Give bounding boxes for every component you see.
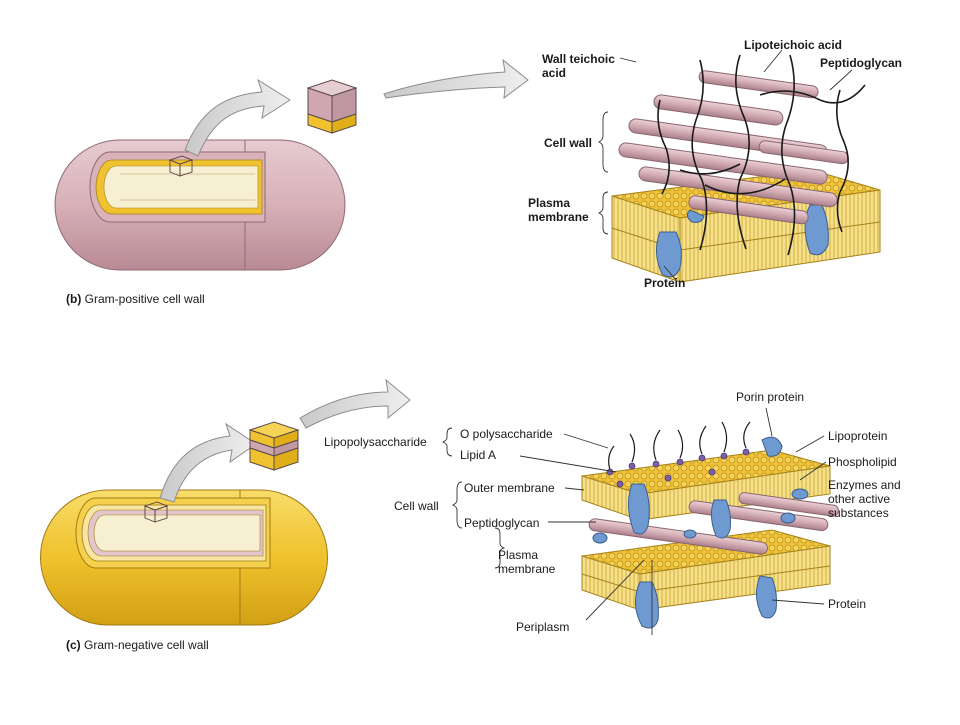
caption-text-gp: Gram-positive cell wall <box>84 292 205 306</box>
label-peptidoglycan-gn: Peptidoglycan <box>464 516 540 530</box>
label-plasma-membrane-gp: Plasma membrane <box>528 196 589 224</box>
label-protein-gp: Protein <box>644 276 686 290</box>
label-protein-gn: Protein <box>828 597 867 611</box>
label-o-polysaccharide: O polysaccharide <box>460 427 553 441</box>
caption-tag-c: (c) <box>66 638 81 652</box>
caption-text-gn: Gram-negative cell wall <box>84 638 209 652</box>
label-lipopolysaccharide: Lipopolysaccharide <box>324 435 427 449</box>
gp-wall-cube <box>306 79 358 134</box>
gp-wall-detail <box>611 54 881 283</box>
gram-negative-cell <box>40 489 328 626</box>
label-lipoteichoic-acid: Lipoteichoic acid <box>744 38 843 52</box>
gn-leaders <box>441 407 827 635</box>
caption-gram-positive: (b) Gram-positive cell wall <box>66 292 205 306</box>
caption-gram-negative: (c) Gram-negative cell wall <box>66 638 209 652</box>
gp-leaders <box>597 49 853 281</box>
gram-positive-cell <box>54 139 346 271</box>
caption-tag-b: (b) <box>66 292 82 306</box>
label-porin-protein: Porin protein <box>736 390 805 404</box>
label-outer-membrane: Outer membrane <box>464 481 555 495</box>
label-periplasm: Periplasm <box>516 620 570 634</box>
gn-wall-detail <box>581 421 839 629</box>
label-wall-teichoic-acid: Wall teichoic acid <box>542 52 615 80</box>
label-cell-wall-gn: Cell wall <box>394 499 439 513</box>
gp-arrow-1 <box>184 78 291 157</box>
gp-arrow-2 <box>383 58 529 100</box>
label-enzymes: Enzymes and other active substances <box>828 478 901 520</box>
label-lipoprotein: Lipoprotein <box>828 429 888 443</box>
gn-arrow-2 <box>299 378 411 429</box>
gp-cube-marker <box>168 155 194 177</box>
label-cell-wall-gp: Cell wall <box>544 136 593 150</box>
label-lipid-a: Lipid A <box>460 448 497 462</box>
label-phospholipid: Phospholipid <box>828 455 897 469</box>
gn-wall-cube <box>248 421 300 471</box>
label-plasma-membrane-gn: Plasma membrane <box>498 548 556 576</box>
gn-cube-marker <box>143 501 169 523</box>
label-peptidoglycan-gp: Peptidoglycan <box>820 56 903 70</box>
